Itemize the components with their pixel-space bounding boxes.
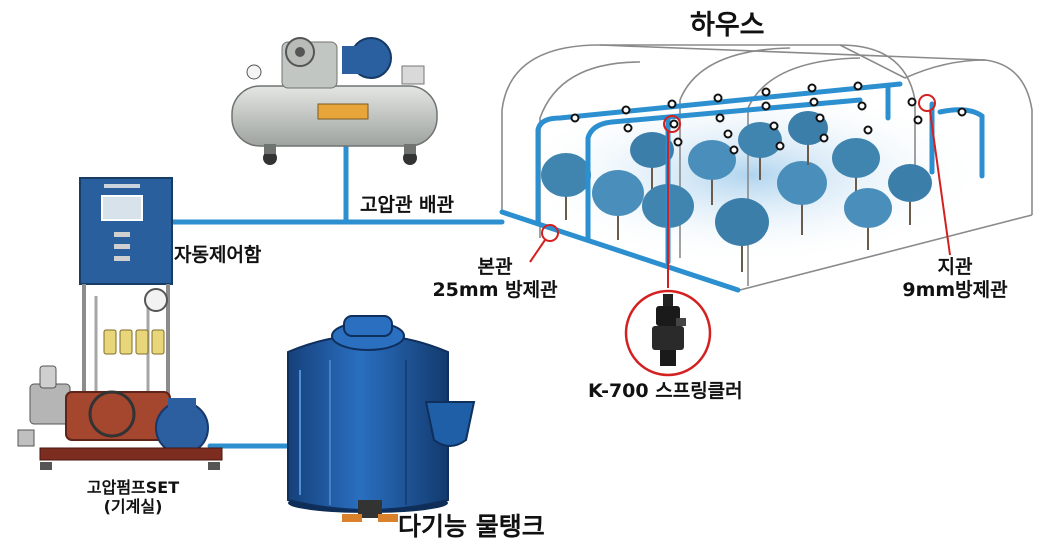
water-tank-image (287, 315, 476, 522)
main-pipe-highlight (541, 224, 559, 242)
branch-pipe-label: 지관 9mm방제관 (880, 256, 1030, 302)
pump-set-image (17, 284, 223, 470)
branch-pipe-highlight (918, 94, 936, 112)
pump-set-label: 고압펌프SET (기계실) (58, 478, 208, 516)
pump-set-label-line2: (기계실) (103, 497, 163, 517)
water-tank-label: 다기능 물탱크 (398, 512, 545, 541)
main-pipe-label: 본관 25mm 방제관 (410, 256, 580, 302)
main-pipe-label-line1: 본관 (477, 256, 513, 278)
branch-pipe-label-line1: 지관 (937, 256, 973, 278)
sprinkler-nozzles (570, 81, 967, 155)
control-box-label: 자동제어함 (174, 244, 262, 266)
greenhouse-image (499, 44, 1033, 293)
trees (541, 111, 932, 272)
pump-set-label-line1: 고압펌프SET (86, 478, 180, 497)
air-compressor-image (231, 37, 438, 165)
callouts (529, 94, 951, 377)
control-box-image (79, 177, 173, 285)
house-title: 하우스 (690, 10, 765, 41)
sprinkler-label: K-700 스프링클러 (588, 380, 743, 402)
main-pipe-label-line2: 25mm 방제관 (432, 278, 558, 301)
sprinkler-detail-circle (624, 289, 712, 377)
branch-pipe-label-line2: 9mm방제관 (902, 278, 1008, 301)
high-pressure-pipe-label: 고압관 배관 (360, 194, 455, 216)
sprinkler-detail-image (652, 294, 686, 366)
supply-pipes (169, 137, 505, 449)
nozzle-highlight (663, 115, 681, 133)
